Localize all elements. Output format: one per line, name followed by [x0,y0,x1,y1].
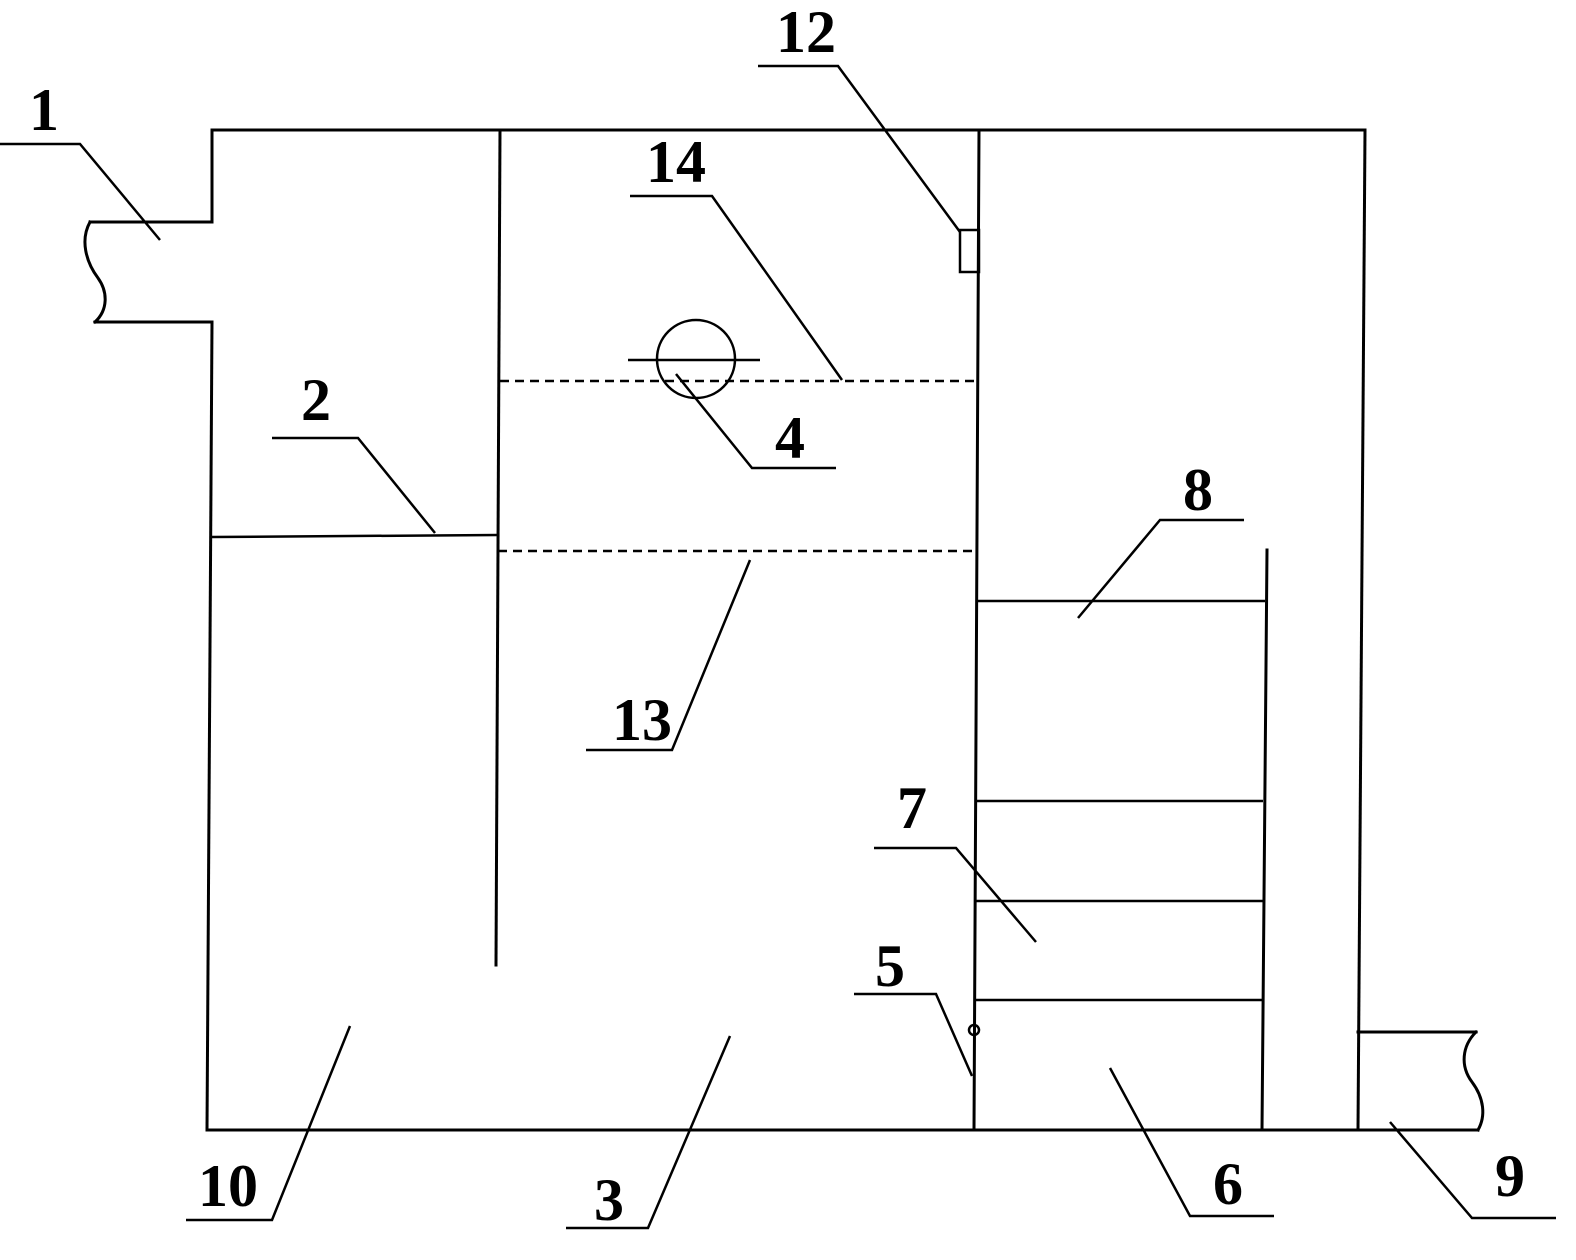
label-13: 13 [612,687,672,753]
leader-12 [758,64,962,233]
partition-wall-left [494,128,502,967]
leader-13 [586,559,752,752]
partition-wall-middle [972,128,981,1132]
small-box [958,228,981,274]
label-9: 9 [1495,1143,1525,1209]
label-5: 5 [875,933,905,999]
hinge-point [967,1023,981,1037]
label-1: 1 [29,77,59,143]
leader-4 [675,373,836,470]
leader-1 [0,142,161,241]
inlet-pipe [83,219,214,325]
outlet-pipe [1356,1029,1485,1133]
label-2: 2 [301,367,331,433]
leader-3 [566,1035,732,1230]
leader-5 [854,992,974,1077]
label-14: 14 [646,129,706,195]
internal-partitions [211,128,981,1132]
horizontal-baffle [211,533,499,539]
leader-10 [186,1025,352,1222]
label-10: 10 [198,1153,258,1219]
label-3: 3 [594,1167,624,1233]
label-4: 4 [775,405,805,471]
tank-outer-wall [205,128,1480,1132]
leader-2 [272,436,436,534]
label-8: 8 [1183,457,1213,523]
label-12: 12 [776,0,836,65]
leader-6 [1108,1067,1274,1218]
leader-7 [874,846,1037,943]
dashed-levels [498,379,979,553]
shelf-compartment [975,548,1269,1132]
float-element [628,318,760,400]
label-6: 6 [1213,1151,1243,1217]
leader-9 [1389,1121,1556,1220]
callout-labels: 1 2 3 4 5 6 7 8 9 10 12 13 14 [29,0,1525,1233]
leader-lines [0,64,1556,1230]
leader-8 [1077,518,1244,619]
label-7: 7 [897,775,927,841]
leader-14 [630,194,844,381]
